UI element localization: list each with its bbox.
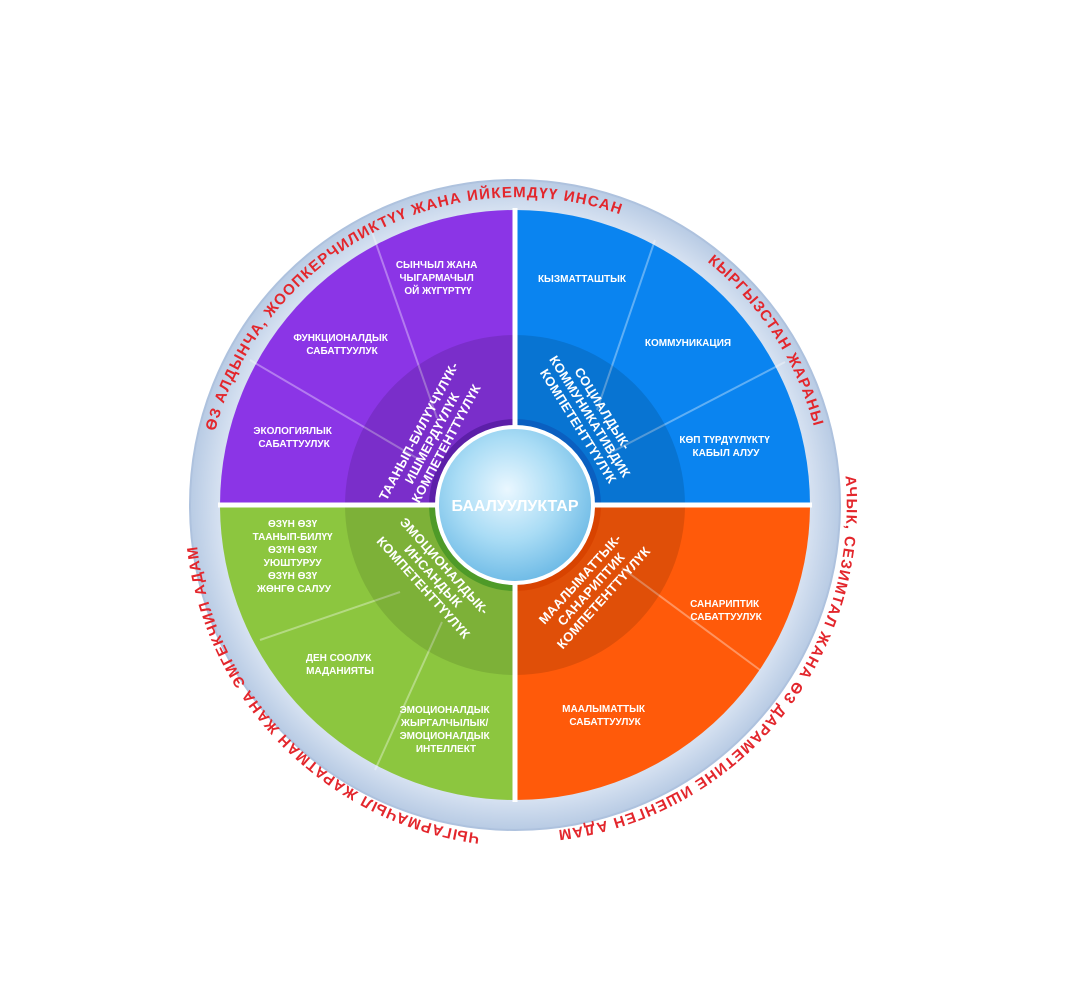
leaf-communication: КОММУНИКАЦИЯ bbox=[645, 338, 731, 349]
leaf-labels-cognitive: СЫНЧЫЛ ЖАНА ЧЫГАРМАЧЫЛ ОЙ ЖҮГҮРТҮҮ ФУНКЦ… bbox=[253, 260, 480, 450]
leaf-functional-literacy: ФУНКЦИОНАЛДЫК САБАТТУУЛУК bbox=[293, 333, 390, 357]
leaf-self-awareness: ӨЗҮН ӨЗҮ ТААНЫП-БИЛҮҮ ӨЗҮН ӨЗҮ УЮШТУРУУ … bbox=[253, 519, 336, 595]
leaf-labels-social: КЫЗМАТТАШТЫК КОММУНИКАЦИЯ КӨП ТҮРДҮҮЛҮКТ… bbox=[538, 274, 772, 459]
center-label: БААЛУУЛУКТАР bbox=[451, 498, 578, 515]
leaf-critical-thinking: СЫНЧЫЛ ЖАНА ЧЫГАРМАЧЫЛ ОЙ ЖҮГҮРТҮҮ bbox=[396, 260, 480, 297]
leaf-health-culture: ДЕН СООЛУК МАДАНИЯТЫ bbox=[306, 653, 374, 677]
leaf-cooperation: КЫЗМАТТАШТЫК bbox=[538, 274, 627, 285]
quadrant-emotional bbox=[220, 505, 515, 800]
leaf-information-literacy: МААЛЫМАТТЫК САБАТТУУЛУК bbox=[562, 704, 648, 728]
quadrant-social bbox=[515, 210, 810, 505]
center-circle bbox=[435, 425, 595, 585]
leaf-emotional-wellbeing: ЭМОЦИОНАЛДЫК ЖЫРГАЛЧЫЛЫК/ ЭМОЦИОНАЛДЫК И… bbox=[400, 705, 493, 755]
leaf-labels-digital: САНАРИПТИК САБАТТУУЛУК МААЛЫМАТТЫК САБАТ… bbox=[562, 599, 762, 728]
leaf-diversity: КӨП ТҮРДҮҮЛҮКТҮ КАБЫЛ АЛУУ bbox=[679, 435, 772, 459]
center-accent-arcs bbox=[429, 419, 601, 591]
leaf-digital-literacy: САНАРИПТИК САБАТТУУЛУК bbox=[690, 599, 763, 623]
quadrant-cognitive bbox=[220, 210, 515, 505]
leaf-ecological-literacy: ЭКОЛОГИЯЛЫК САБАТТУУЛУК bbox=[253, 426, 334, 450]
quadrant-digital bbox=[515, 505, 810, 800]
segment-dividers bbox=[249, 231, 786, 771]
leaf-labels-emotional: ӨЗҮН ӨЗҮ ТААНЫП-БИЛҮҮ ӨЗҮН ӨЗҮ УЮШТУРУУ … bbox=[253, 519, 493, 755]
